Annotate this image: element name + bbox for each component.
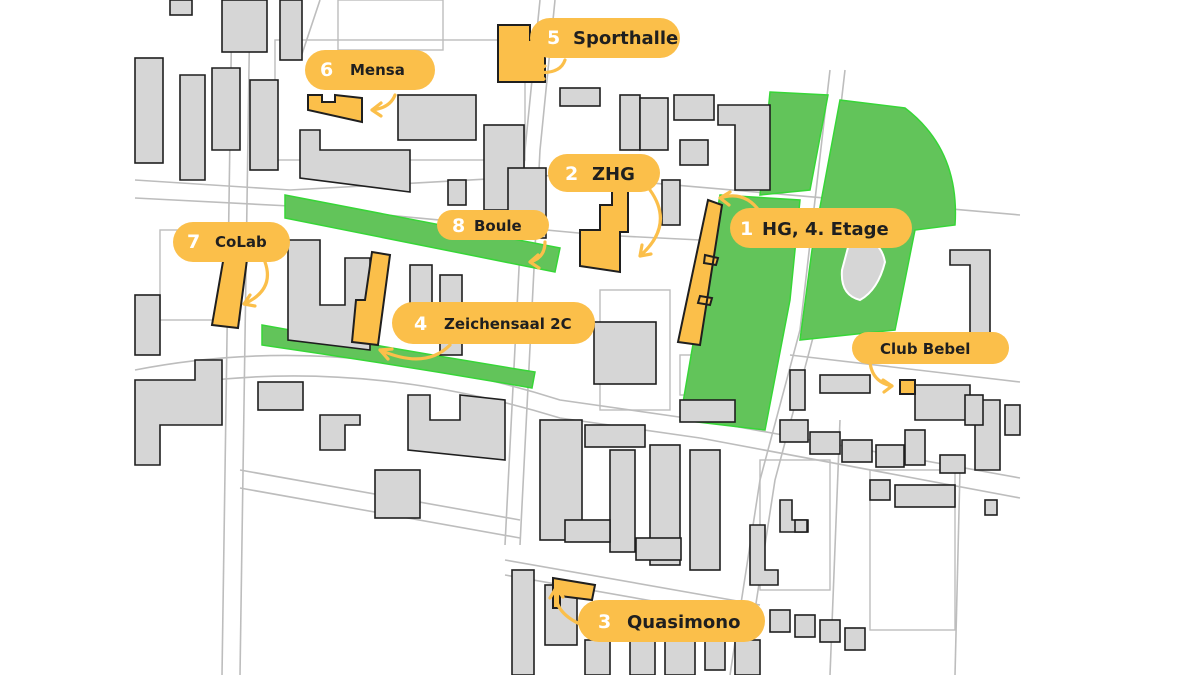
marker-number: 6 [320,59,333,81]
marker-number: 5 [547,27,560,49]
building-zeichensaal[interactable] [350,250,392,347]
marker-number: 4 [414,313,427,335]
marker-label: ZHG [592,164,635,185]
marker-label: Boule [474,217,522,235]
highlighted-buildings [210,24,916,609]
marker-hg[interactable]: 1 HG, 4. Etage [730,208,912,248]
marker-number: 1 [740,218,753,240]
marker-label: Club Bebel [880,340,970,358]
arrow-sporthalle [533,58,567,81]
marker-label: Sporthalle [573,28,678,49]
arrow-zhg [638,188,662,258]
marker-zhg[interactable]: 2 ZHG [548,154,660,192]
marker-label: HG, 4. Etage [762,219,889,240]
building-mensa[interactable] [307,93,363,124]
marker-quasimono[interactable]: 3 Quasimono [578,600,765,642]
marker-number: 3 [598,611,611,633]
building-hg[interactable] [676,198,724,347]
marker-number: 2 [565,163,578,185]
marker-zeichensaal[interactable]: 4 Zeichensaal 2C [392,302,595,344]
marker-boule[interactable]: 8 Boule [437,210,549,240]
arrow-club-bebel [868,360,894,394]
arrow-quasimono [548,586,584,627]
marker-label: Quasimono [627,612,740,633]
arrow-colab [242,260,270,308]
marker-label: Mensa [350,61,405,79]
building-zhg[interactable] [579,189,629,274]
arrow-mensa [370,93,397,118]
marker-club-bebel[interactable]: Club Bebel [852,332,1009,364]
marker-number: 7 [187,231,200,253]
marker-sporthalle[interactable]: 5 Sporthalle [530,18,680,58]
marker-label: Zeichensaal 2C [444,315,572,333]
marker-number: 8 [452,215,465,237]
marker-colab[interactable]: 7 CoLab [173,222,290,262]
marker-label: CoLab [215,233,267,251]
arrow-zeichensaal [378,343,452,361]
marker-mensa[interactable]: 6 Mensa [305,50,435,90]
building-club-bebel[interactable] [899,379,916,395]
buildings [134,0,1021,675]
building-quasimono[interactable] [552,576,597,609]
arrow-boule [528,240,547,270]
